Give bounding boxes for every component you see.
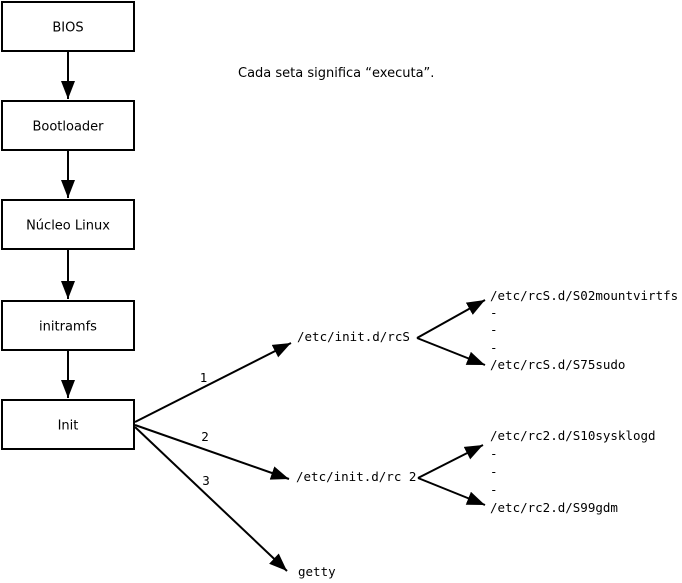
- rcs-ellipsis-dash-1: -: [490, 305, 498, 320]
- rc2-ellipsis-dash-3: -: [490, 482, 498, 497]
- rcs-script-label: /etc/init.d/rcS: [297, 329, 410, 344]
- arrow-init-to-rc2-icon: [134, 424, 290, 480]
- nucleo-linux-box: [1, 199, 135, 250]
- rcs-ellipsis-dash-3: -: [490, 340, 498, 355]
- getty-label: getty: [298, 564, 336, 579]
- initramfs-box: [1, 300, 135, 351]
- branch-1-label: 1: [200, 370, 208, 385]
- initramfs-box-label: initramfs: [39, 320, 97, 335]
- rcs-child-s02mountvirtfs-label: /etc/rcS.d/S02mountvirtfs: [490, 288, 678, 303]
- branch-3-label: 3: [202, 473, 210, 488]
- arrow-rc2-to-s10sysklogd-icon: [417, 444, 484, 479]
- bootloader-box: [1, 100, 135, 151]
- init-box-label: Init: [58, 419, 79, 434]
- arrow-init-to-rcs-icon: [134, 342, 292, 423]
- rcs-ellipsis-dash-2: -: [490, 322, 498, 337]
- note-text: Cada seta significa “executa”.: [238, 66, 434, 81]
- arrow-init-to-getty-icon: [134, 426, 288, 572]
- bios-box: [1, 1, 135, 52]
- arrow-rcs-to-s75sudo-icon: [416, 337, 486, 366]
- bios-box-label: BIOS: [52, 21, 83, 36]
- rc2-script-label: /etc/init.d/rc 2: [296, 469, 416, 484]
- bootloader-box-label: Bootloader: [32, 120, 104, 135]
- rc2-ellipsis-dash-1: -: [490, 446, 498, 461]
- arrow-rc2-to-s99gdm-icon: [417, 477, 486, 506]
- rc2-child-s10sysklogd-label: /etc/rc2.d/S10sysklogd: [490, 428, 656, 443]
- rc2-child-s99gdm-label: /etc/rc2.d/S99gdm: [490, 500, 618, 515]
- branch-2-label: 2: [201, 429, 209, 444]
- nucleo-linux-box-label: Núcleo Linux: [26, 219, 110, 234]
- rcs-child-s75sudo-label: /etc/rcS.d/S75sudo: [490, 357, 625, 372]
- arrow-rcs-to-s02mountvirtfs-icon: [416, 299, 486, 339]
- init-box: [1, 399, 135, 450]
- rc2-ellipsis-dash-2: -: [490, 464, 498, 479]
